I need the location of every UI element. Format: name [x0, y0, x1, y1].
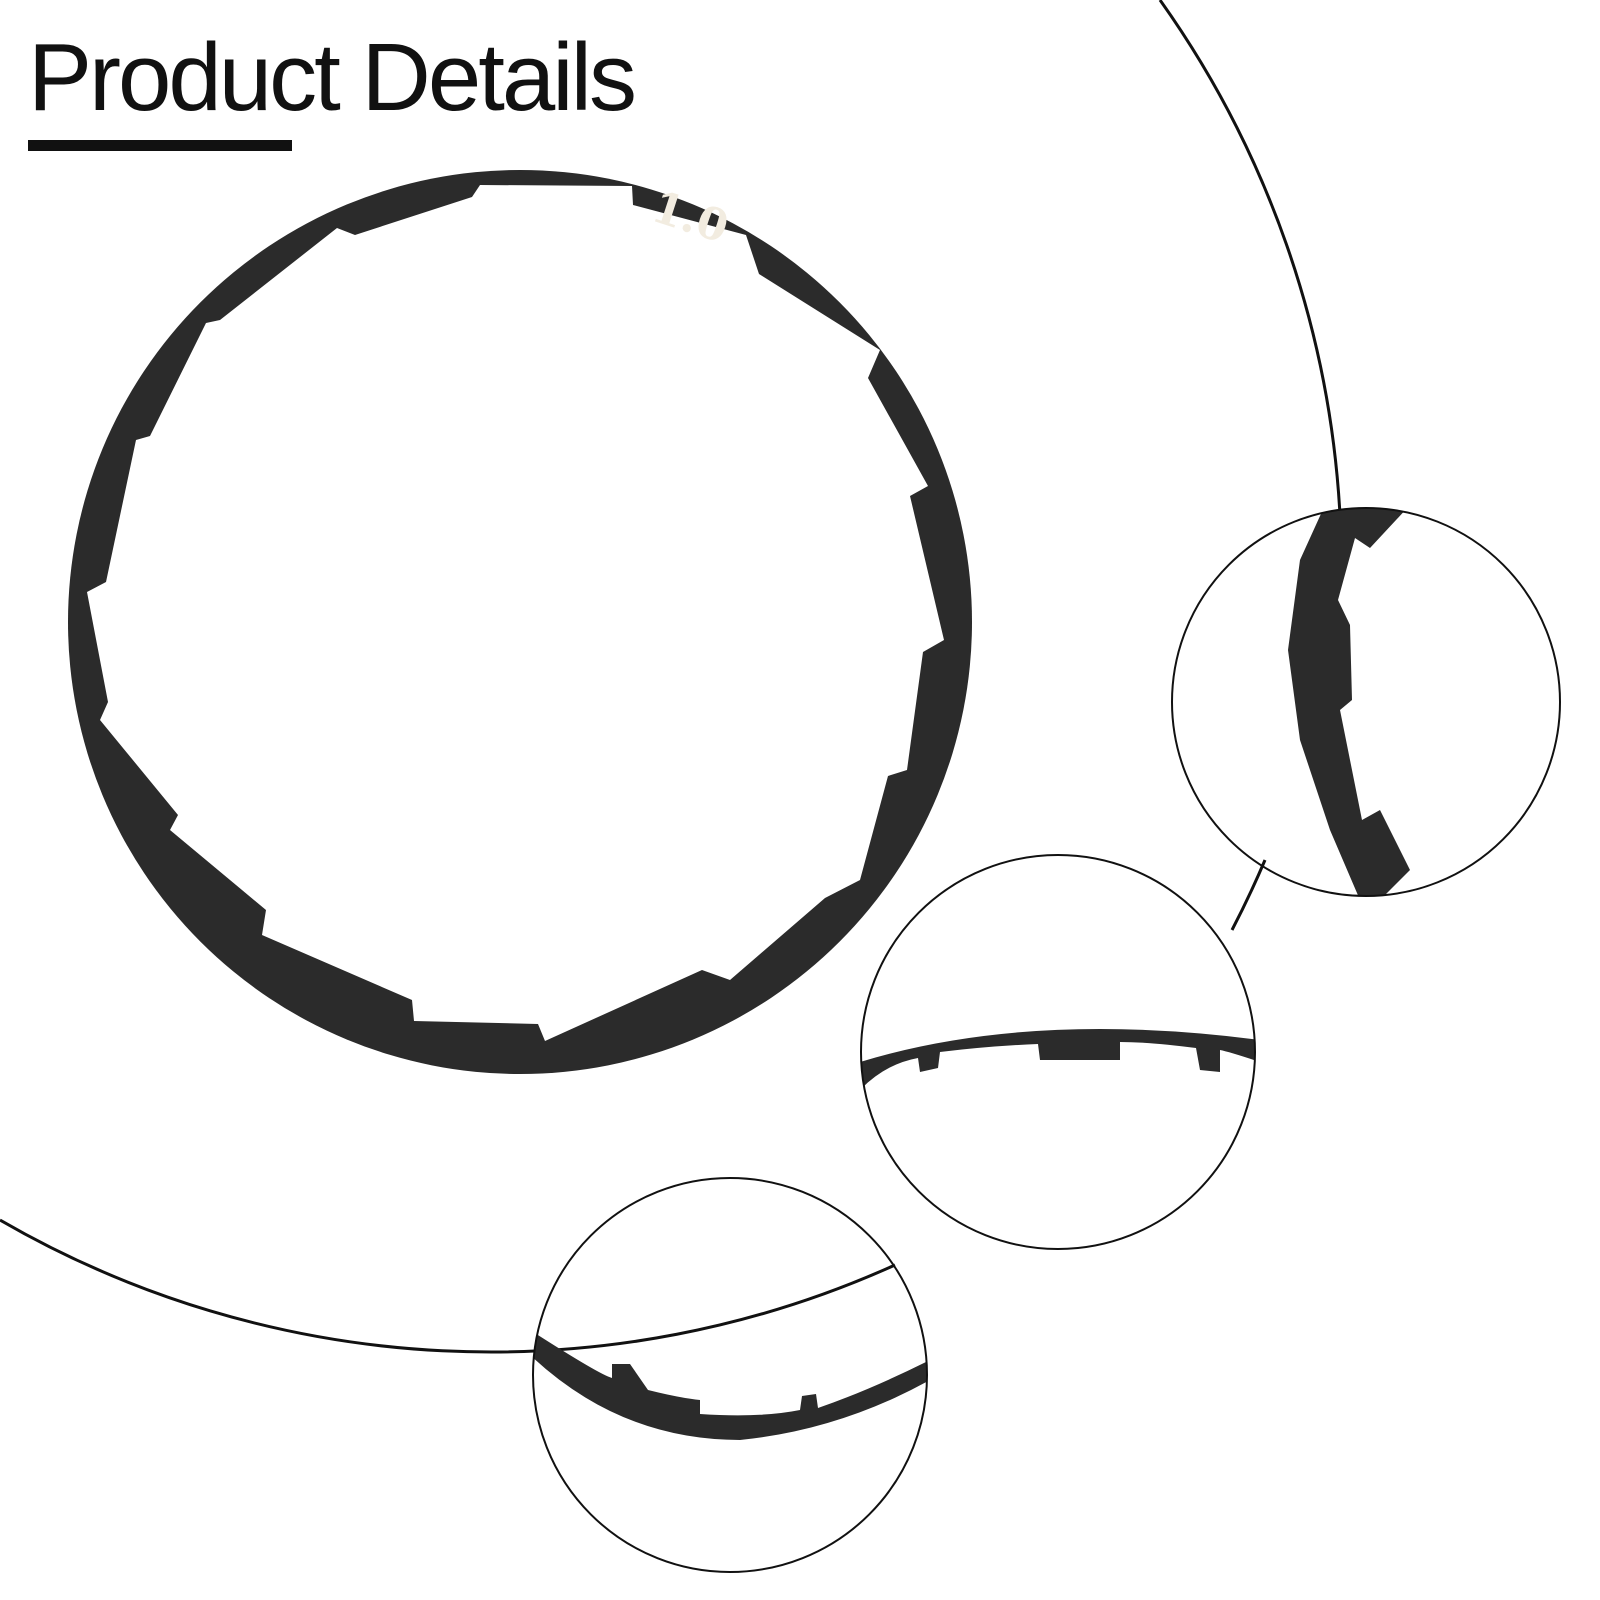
- title-underline: [28, 140, 292, 151]
- decorative-arc: [0, 0, 1342, 1354]
- top-edge-detail: [860, 854, 1256, 1250]
- spacer-ring-photo: 1.0: [68, 170, 972, 1074]
- right-edge-detail: [1171, 507, 1561, 897]
- bottom-edge-detail: [532, 1177, 928, 1573]
- page-title: Product Details: [28, 24, 637, 131]
